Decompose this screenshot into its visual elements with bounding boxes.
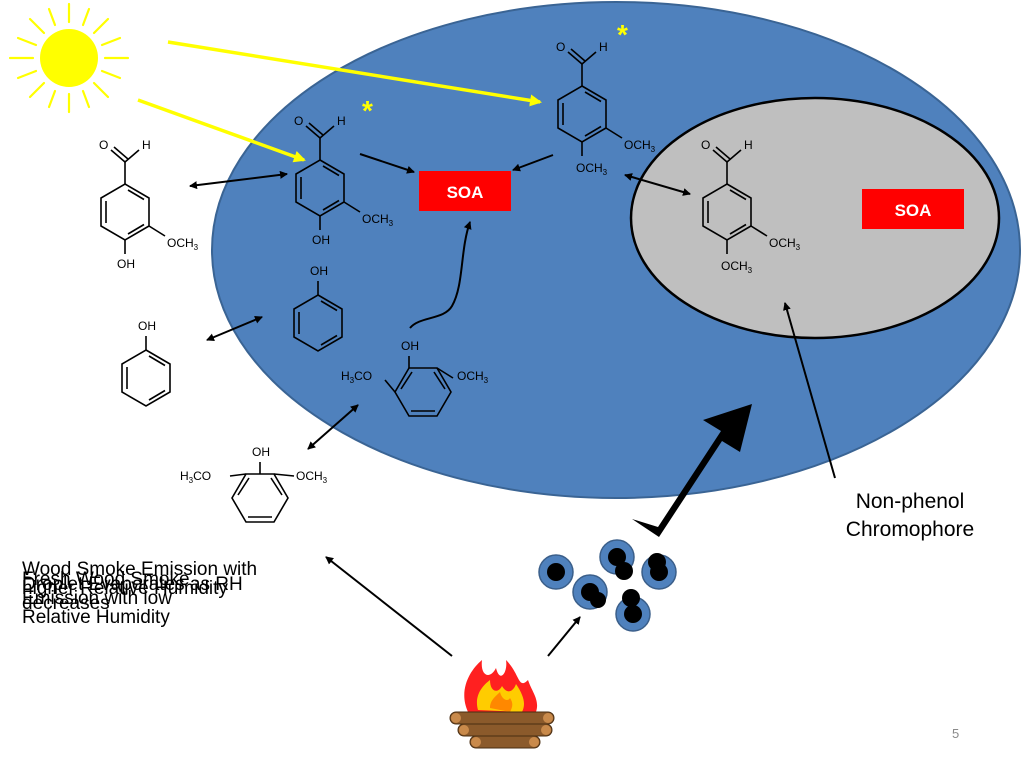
chromophore-label-line1: Non-phenol [855,490,965,513]
soa-box [862,189,964,229]
chromophore-label-line2: Chromophore [845,518,975,541]
svg-text:OH: OH [117,257,135,271]
soa-label: SOA [447,183,484,202]
reaction-arrow [359,153,415,174]
light-ray-arrow [137,98,306,163]
page-number: 5 [952,726,960,741]
phenol-molecule-gas: OH [121,319,171,407]
syringol-molecule-gas: OH H3CO OCH3 [180,445,328,523]
svg-text:OH: OH [252,445,270,459]
svg-text:OCH3: OCH3 [576,161,608,177]
caption-high-rh: Wood Smoke Emission with higher Relative… [22,559,258,599]
svg-text:OCH3: OCH3 [167,236,199,252]
smoke-particle-cluster [538,539,677,632]
svg-text:O: O [701,138,710,152]
svg-text:O: O [294,114,303,128]
photoexcited-marker: * [362,95,373,126]
chromophore-label: Non-phenol Chromophore [812,488,1008,544]
svg-text:H: H [599,40,608,54]
emission-arrow [547,616,581,657]
vanillin-molecule-gas: O H OCH3 OH [99,138,199,271]
svg-text:OCH3: OCH3 [769,236,801,252]
svg-text:OCH3: OCH3 [457,369,489,385]
svg-text:OCH3: OCH3 [721,259,753,275]
campfire-icon [449,660,555,749]
reaction-arrow [512,154,554,172]
sun-icon [8,2,130,114]
veratraldehyde-molecule-aqueous: O H OCH3 OCH3 [556,40,656,177]
partition-arrow [206,316,263,341]
svg-text:H: H [142,138,151,152]
chromophore-pointer-arrow [783,302,836,479]
evaporation-block-arrow [632,404,752,537]
svg-text:OCH3: OCH3 [624,138,656,154]
partition-arrow [307,404,359,450]
caption-low-rh: Fresh Wood Smoke Emission with low Relat… [22,569,190,628]
veratraldehyde-molecule-particle: O H OCH3 OCH3 [701,138,801,275]
photoexcited-marker: * [617,19,628,50]
svg-text:H3CO: H3CO [341,369,372,385]
svg-text:O: O [556,40,565,54]
partition-arrow [189,170,288,190]
svg-text:OH: OH [138,319,156,333]
svg-text:H: H [337,114,346,128]
svg-text:H: H [744,138,753,152]
syringol-molecule-aqueous: OH H3CO OCH3 [341,339,489,417]
soa-label: SOA [895,201,932,220]
svg-text:OH: OH [310,264,328,278]
soa-box [419,171,511,211]
vanillin-molecule-aqueous: O H OCH3 OH [294,114,394,247]
svg-text:OH: OH [312,233,330,247]
partition-arrow [624,173,691,196]
svg-text:OCH3: OCH3 [362,212,394,228]
svg-text:H3CO: H3CO [180,469,211,485]
reaction-arrow [409,221,472,329]
svg-text:O: O [99,138,108,152]
phenol-molecule-aqueous: OH [293,264,343,352]
caption-evaporation: Droplet Evaporates as RH decreases [22,574,243,614]
svg-text:OCH3: OCH3 [296,469,328,485]
light-ray-arrow [167,40,542,107]
svg-text:OH: OH [401,339,419,353]
emission-arrow [325,556,453,657]
